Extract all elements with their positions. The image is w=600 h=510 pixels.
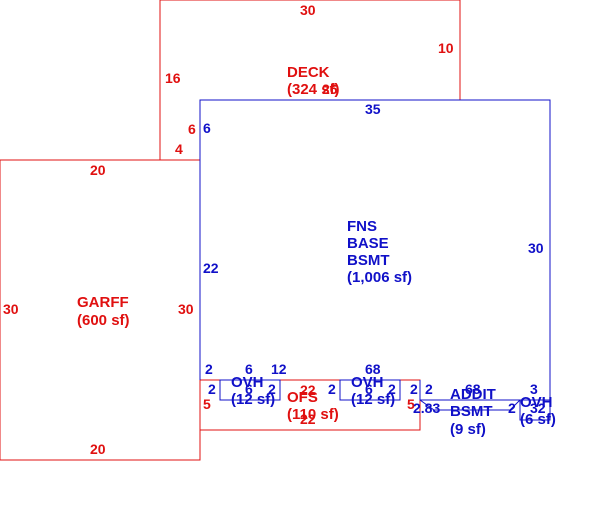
ovh2-outline — [339, 379, 401, 401]
ovh1-dim-mid: 6 — [245, 381, 253, 397]
ovh2-area: 2 6 2 OVH (12 sf) — [328, 374, 401, 408]
ofs-outline — [200, 379, 421, 431]
ovh2-dim-right: 2 — [388, 381, 396, 397]
base-outline — [199, 99, 551, 401]
base-dim-6: 6 — [245, 361, 253, 377]
addit-outline — [419, 380, 521, 411]
ovh2-dim-mid: 6 — [365, 381, 373, 397]
deck-dim-step-a: 6 — [188, 121, 196, 137]
ovh2-label: OVH — [351, 374, 384, 391]
ovh2-dim-left: 2 — [328, 381, 336, 397]
deck-dim-left: 16 — [165, 70, 181, 86]
base-dim-2: 2 — [205, 361, 213, 377]
base-dim-right: 30 — [528, 240, 544, 256]
addit-dim-2c: 2 — [508, 400, 516, 416]
base-label-line1: FNS — [347, 218, 377, 235]
addit-dim-283: 2.83 — [413, 400, 440, 416]
garff-area: 20 20 30 30 GARFF (600 sf) — [0, 159, 201, 461]
ovh3-area-text: (6 sf) — [520, 411, 556, 428]
deck-overlap-dim: 26 — [322, 81, 338, 97]
ovh1-outline — [219, 379, 281, 401]
deck-outline — [159, 0, 461, 160]
addit-sub-label: BSMT — [450, 403, 493, 420]
ovh3-area: 3 32 OVH (6 sf) — [519, 381, 556, 428]
base-dim-12: 12 — [271, 361, 287, 377]
base-dim-top: 35 — [365, 101, 381, 117]
deck-dim-top: 30 — [300, 2, 316, 18]
deck-dim-step-b: 4 — [175, 141, 183, 157]
garff-area-text: (600 sf) — [77, 312, 130, 329]
ofs-dim-top: 22 — [300, 382, 316, 398]
ovh3-label: OVH — [520, 394, 553, 411]
ofs-area-text: (110 sf) — [287, 406, 339, 423]
garff-dim-right: 30 — [178, 301, 194, 317]
ofs-label: OFS — [287, 389, 318, 406]
ofs-area: 22 22 5 5 OFS (110 sf) — [200, 379, 421, 431]
addit-bsmt-area: 2 2 68 2.83 2 ADDIT BSMT (9 sf) — [410, 380, 521, 438]
addit-dim-68: 68 — [465, 381, 481, 397]
ovh3-dim-3: 3 — [530, 381, 538, 397]
ovh1-label: OVH — [231, 374, 264, 391]
addit-area-text: (9 sf) — [450, 421, 486, 438]
ovh1-area: 2 6 2 OVH (12 sf) — [208, 374, 281, 408]
garff-label: GARFF — [77, 294, 129, 311]
ovh2-area-text: (12 sf) — [351, 391, 395, 408]
base-dim-left-upper: 6 — [203, 120, 211, 136]
base-dim-left-lower: 22 — [203, 260, 219, 276]
garff-dim-bottom: 20 — [90, 441, 106, 457]
base-bsmt-area: 35 30 6 22 2 6 12 68 FNS BASE BSMT (1,00… — [199, 99, 551, 401]
deck-area-text: (324 sf) — [287, 81, 340, 98]
ofs-dim-bottom: 22 — [300, 411, 316, 427]
addit-label: ADDIT — [450, 386, 496, 403]
base-area-text: (1,006 sf) — [347, 269, 412, 286]
addit-dim-2b: 2 — [425, 381, 433, 397]
deck-dim-right: 10 — [438, 40, 454, 56]
ofs-dim-left: 5 — [203, 396, 211, 412]
ovh1-dim-right: 2 — [268, 381, 276, 397]
ovh1-dim-left: 2 — [208, 381, 216, 397]
base-label-line2: BASE — [347, 235, 389, 252]
garff-dim-left: 30 — [3, 301, 19, 317]
base-dim-68: 68 — [365, 361, 381, 377]
ovh1-area-text: (12 sf) — [231, 391, 275, 408]
deck-area: 30 10 16 6 4 DECK (324 sf) 26 — [159, 0, 461, 160]
ofs-dim-right: 5 — [407, 396, 415, 412]
base-label-line3: BSMT — [347, 252, 390, 269]
garff-dim-top: 20 — [90, 162, 106, 178]
deck-label: DECK — [287, 64, 330, 81]
addit-dim-2a: 2 — [410, 381, 418, 397]
ovh3-outline — [519, 400, 551, 421]
ovh3-dim-32: 32 — [530, 400, 546, 416]
